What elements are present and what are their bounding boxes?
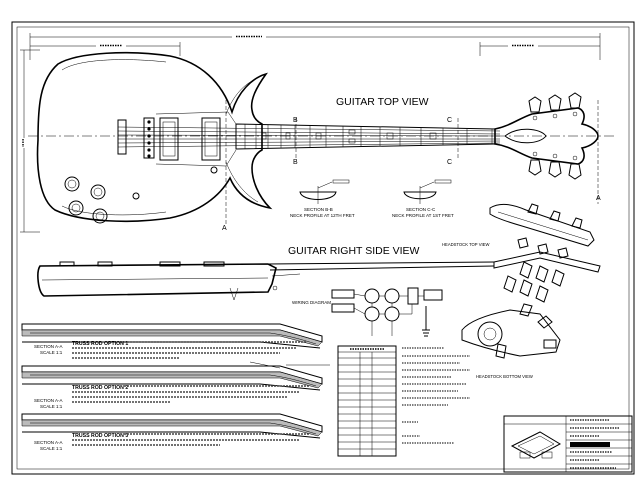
- truss-option-2: TRUSS ROD OPTION 2: [72, 385, 128, 391]
- section-aa-1-title: SECTION A-A: [34, 344, 63, 349]
- outer-border: [11, 21, 635, 475]
- notes-column: [402, 347, 470, 444]
- guitar-side-view: [37, 237, 601, 301]
- section-aa-2-subtitle: SCALE 1:1: [40, 404, 63, 409]
- section-marker-c-right-low: C: [447, 159, 452, 166]
- truss-rod-section-1: [21, 323, 323, 349]
- headstock-top-view: [489, 203, 595, 247]
- truss-option-3: TRUSS ROD OPTION 3: [72, 433, 128, 439]
- neck-profile-sections: [299, 179, 452, 204]
- parts-table: [337, 345, 397, 457]
- section-aa-2-title: SECTION A-A: [34, 398, 63, 403]
- tuners: [528, 92, 582, 180]
- truss-rod-section-2: [21, 361, 330, 391]
- section-marker-b-left-low: B: [293, 159, 298, 166]
- truss-rod-section-3: [21, 413, 323, 439]
- headstock-bottom-view: [461, 303, 561, 359]
- title-block: [503, 415, 633, 473]
- tailpiece: [117, 119, 127, 155]
- section-bb-subtitle: NECK PROFILE AT 12TH FRET: [290, 213, 355, 218]
- control-knobs: [64, 166, 218, 224]
- side-view-title: GUITAR RIGHT SIDE VIEW: [288, 245, 420, 257]
- section-aa-1-subtitle: SCALE 1:1: [40, 350, 63, 355]
- wiring-label: WIRING DIAGRAM: [292, 300, 331, 305]
- top-dimensions: [20, 33, 601, 233]
- top-view-title: GUITAR TOP VIEW: [336, 96, 429, 108]
- headstock-side-tuners: [503, 261, 565, 303]
- section-aa-3-title: SECTION A-A: [34, 440, 63, 445]
- section-marker-a-body: A: [222, 225, 227, 232]
- neck-pickup: [201, 117, 221, 161]
- section-marker-c-right: C: [447, 117, 452, 124]
- headstock-top-label: HEADSTOCK TOP VIEW: [442, 242, 489, 247]
- guitar-top-view: [28, 51, 615, 226]
- section-cc-subtitle: NECK PROFILE AT 1ST FRET: [392, 213, 454, 218]
- strings: [117, 126, 501, 148]
- section-cc-title: SECTION C-C: [406, 207, 436, 212]
- inner-border: [16, 26, 630, 470]
- section-aa-3-subtitle: SCALE 1:1: [40, 446, 63, 451]
- section-marker-a-head: A: [596, 195, 601, 202]
- option-notes: [72, 341, 310, 446]
- guitar-body-outline: [36, 51, 273, 223]
- section-bb-title: SECTION B-B: [304, 207, 333, 212]
- section-marker-b-left: B: [293, 117, 298, 124]
- bridge: [143, 117, 155, 159]
- bridge-pickup: [159, 117, 179, 161]
- truss-option-1: TRUSS ROD OPTION 1: [72, 341, 128, 347]
- wiring-diagram: [331, 287, 443, 337]
- headstock-bottom-label: HEADSTOCK BOTTOM VIEW: [476, 374, 533, 379]
